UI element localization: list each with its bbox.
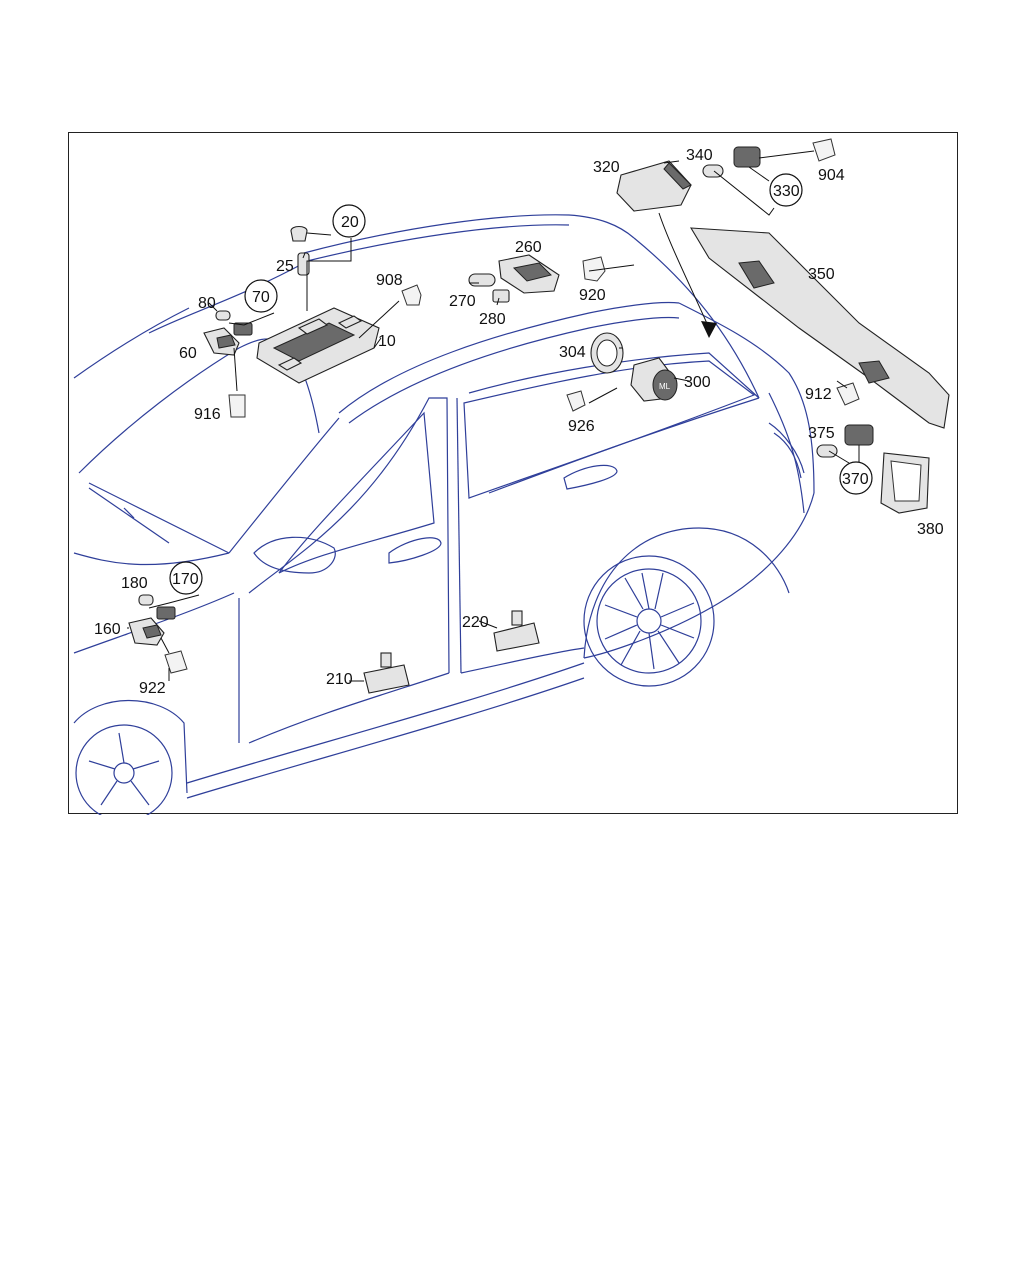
socket-280[interactable] (492, 289, 510, 303)
label-20: 20 (341, 214, 359, 231)
sticker-text: ML (659, 382, 671, 391)
callout-circle-330 (769, 173, 803, 207)
ring-304[interactable] (590, 332, 624, 374)
label-908: 908 (376, 272, 403, 289)
label-370: 370 (842, 471, 869, 488)
label-320: 320 (593, 159, 620, 176)
callout-circle-370 (839, 461, 873, 495)
callout-circle-20 (332, 204, 366, 238)
label-926: 926 (568, 418, 595, 435)
tag-920 (582, 256, 606, 282)
label-160: 160 (94, 621, 121, 638)
label-170: 170 (172, 571, 199, 588)
label-904: 904 (818, 167, 845, 184)
tag-908 (401, 284, 422, 306)
label-304: 304 (559, 344, 586, 361)
label-220: 220 (462, 614, 489, 631)
lamp-380[interactable] (880, 452, 930, 514)
socket-170[interactable] (156, 606, 176, 620)
label-70: 70 (252, 289, 270, 306)
socket-70[interactable] (233, 322, 253, 336)
exploded-parts-diagram: ML (73, 138, 950, 815)
callout-circle-170 (169, 561, 203, 595)
diagram-frame: ML (68, 132, 958, 815)
label-280: 280 (479, 311, 506, 328)
tag-904 (812, 138, 836, 162)
car-body-outline (73, 214, 815, 815)
label-916: 916 (194, 406, 221, 423)
lamp-320[interactable] (616, 160, 692, 212)
label-80: 80 (198, 295, 216, 312)
door-lamp-220[interactable] (493, 610, 540, 652)
label-350: 350 (808, 266, 835, 283)
leader-lines (127, 150, 860, 682)
label-340: 340 (686, 147, 713, 164)
label-912: 912 (805, 386, 832, 403)
label-922: 922 (139, 680, 166, 697)
door-lamp-210[interactable] (363, 652, 410, 694)
bulb-375[interactable] (816, 444, 838, 458)
label-270: 270 (449, 293, 476, 310)
overhead-control-panel-10[interactable] (256, 307, 380, 384)
label-375: 375 (808, 425, 835, 442)
lamp-60[interactable] (203, 327, 240, 356)
label-330: 330 (773, 183, 800, 200)
label-920: 920 (579, 287, 606, 304)
socket-370[interactable] (844, 424, 874, 446)
bulb-80[interactable] (215, 310, 231, 321)
bulb-socket-20[interactable] (290, 225, 310, 276)
lamp-300[interactable]: ML (630, 357, 678, 402)
arrow-head-icon (701, 321, 717, 338)
socket-330[interactable] (733, 146, 761, 168)
tag-922 (164, 650, 188, 674)
lamp-160[interactable] (128, 617, 165, 646)
label-180: 180 (121, 575, 148, 592)
bulb-270[interactable] (468, 273, 496, 287)
callout-circle-70 (244, 279, 278, 313)
label-10: 10 (378, 333, 396, 350)
label-25: 25 (276, 258, 294, 275)
lamp-260[interactable] (498, 254, 560, 294)
label-60: 60 (179, 345, 197, 362)
tag-926 (566, 390, 586, 412)
label-210: 210 (326, 671, 353, 688)
label-300: 300 (684, 374, 711, 391)
tag-916 (228, 394, 246, 418)
bulb-180[interactable] (138, 594, 154, 606)
tailgate-trim-350[interactable] (689, 227, 950, 429)
tag-912 (836, 382, 860, 406)
label-380: 380 (917, 521, 944, 538)
label-260: 260 (515, 239, 542, 256)
